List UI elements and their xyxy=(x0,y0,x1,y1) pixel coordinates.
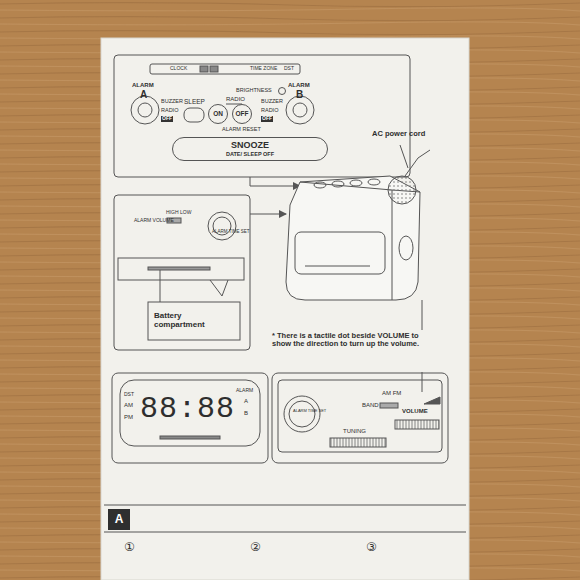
button-label: SNOOZE xyxy=(231,141,269,151)
round-button: OFF xyxy=(232,104,252,124)
display-digits: 88:88 xyxy=(140,393,235,426)
round-button: ON xyxy=(208,104,228,124)
part-label: PM xyxy=(124,414,133,421)
part-label: HIGH xyxy=(166,210,179,216)
part-label: A xyxy=(244,398,248,405)
button-label: OFF xyxy=(236,110,249,117)
part-label: OFF xyxy=(161,116,173,122)
part-label: LOW xyxy=(180,210,191,216)
part-label: BRIGHTNESS xyxy=(236,87,272,93)
part-label: BAND xyxy=(362,402,379,409)
part-label: TIME ZONE xyxy=(250,66,277,72)
part-label: VOLUME xyxy=(402,408,428,415)
part-label: B xyxy=(296,89,303,100)
part-label: TUNING xyxy=(343,428,366,435)
snooze-button: SNOOZEDATE/ SLEEP OFF xyxy=(172,137,328,161)
part-label: RADIO xyxy=(226,96,245,103)
part-label: AM xyxy=(124,402,133,409)
part-label: CLOCK xyxy=(170,66,187,72)
part-label: AM FM xyxy=(382,390,401,397)
part-label: BUZZER xyxy=(261,98,283,104)
callout-number: ③ xyxy=(366,541,377,554)
part-label: SLEEP xyxy=(184,98,205,105)
part-label: B xyxy=(244,410,248,417)
part-label: ALARM xyxy=(288,82,310,89)
part-label: ALARM RESET xyxy=(222,126,261,132)
part-label: ALARM VOLUME xyxy=(134,218,174,224)
part-label: ALARM TIME SET xyxy=(293,409,326,413)
part-label: DST xyxy=(284,66,294,72)
part-label: BUZZER xyxy=(161,98,183,104)
button-label: A xyxy=(115,513,124,526)
part-label: ALARM xyxy=(132,82,154,89)
part-label: OFF xyxy=(261,116,273,122)
part-label: A xyxy=(140,89,147,100)
section-tab: A xyxy=(108,509,130,530)
part-label: RADIO xyxy=(261,107,278,113)
button-label: ON xyxy=(213,110,223,117)
part-label: ALARM xyxy=(236,388,253,394)
part-label: Battery compartment xyxy=(154,312,234,330)
part-label: * There is a tactile dot beside VOLUME t… xyxy=(272,332,422,349)
part-label: ALARM TIME SET xyxy=(212,230,249,235)
part-label: DST xyxy=(124,392,134,398)
part-label: RADIO xyxy=(161,107,178,113)
callout-number: ② xyxy=(250,541,261,554)
button-sublabel: DATE/ SLEEP OFF xyxy=(226,151,274,157)
part-label: AC power cord xyxy=(372,130,425,138)
callout-number: ① xyxy=(124,541,135,554)
